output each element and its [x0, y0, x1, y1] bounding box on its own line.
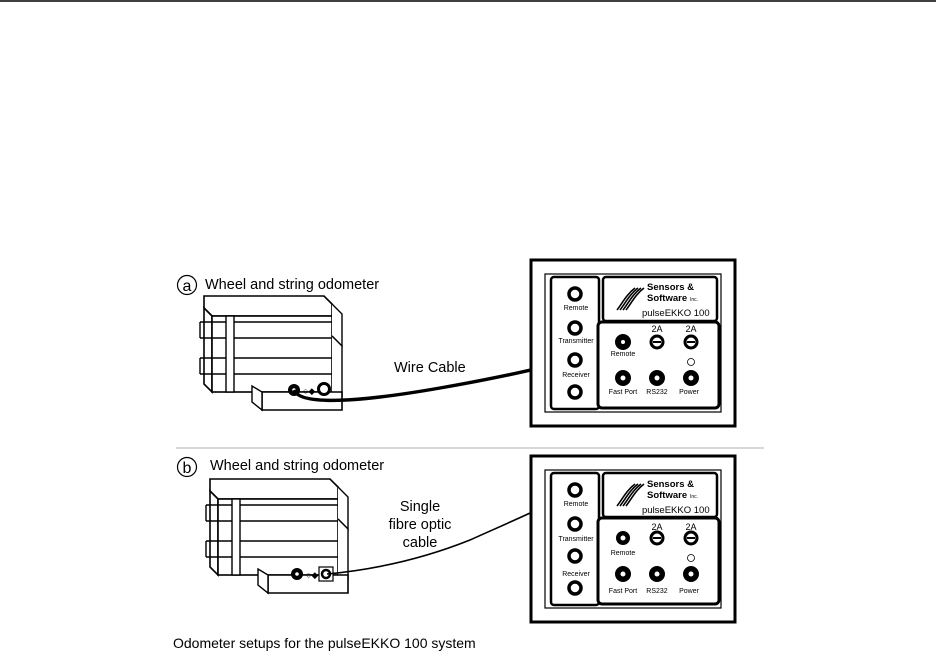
- panel-b-cable-label-3: cable: [403, 535, 438, 551]
- panel-b-fuse-1: 2A: [651, 522, 662, 532]
- figure-caption: Odometer setups for the pulseEKKO 100 sy…: [173, 635, 476, 651]
- panel-a: a Wheel and string odometer ○◆ Wire Cabl…: [176, 258, 737, 428]
- panel-b-model: pulseEKKO 100: [642, 505, 710, 516]
- panel-b-remote-label: Remote: [611, 550, 636, 557]
- panel-a-side-port-transmitter: Transmitter: [558, 338, 594, 345]
- panel-b-title: Wheel and string odometer: [210, 458, 384, 474]
- panel-a-odometer-connector: [317, 382, 331, 396]
- panel-a-brand-suffix: Inc.: [690, 297, 698, 303]
- panel-a-fuse-2: 2A: [685, 324, 696, 334]
- panel-b-brand-suffix: Inc.: [690, 494, 698, 500]
- panel-b-side-port-transmitter: Transmitter: [558, 536, 594, 543]
- panel-b-cable-label-2: fibre optic: [389, 517, 452, 533]
- panel-a-port-power: Power: [679, 389, 700, 396]
- panel-b: b Wheel and string odometer ○◆ Single fi…: [176, 454, 737, 624]
- panel-a-side-port-receiver: Receiver: [562, 372, 590, 379]
- panel-a-badge-circle: [176, 274, 198, 296]
- panel-b-port-rs232: RS232: [646, 588, 668, 595]
- panel-b-badge: b: [183, 460, 192, 477]
- panel-b-badge-circle: [176, 456, 198, 478]
- panel-a-port-fastport: Fast Port: [609, 389, 637, 396]
- panel-a-brand-line2: Software: [647, 293, 687, 304]
- panel-b-fuse-2: 2A: [685, 522, 696, 532]
- panel-b-port-power: Power: [679, 588, 700, 595]
- panel-a-title: Wheel and string odometer: [205, 277, 379, 293]
- panel-a-remote-label: Remote: [611, 351, 636, 358]
- panel-b-brand-line1: Sensors &: [647, 479, 694, 490]
- panel-b-side-port-receiver: Receiver: [562, 571, 590, 578]
- panel-a-wheel-symbol: ○◆: [303, 386, 315, 396]
- panel-a-brand-line1: Sensors &: [647, 282, 694, 293]
- panel-a-badge: a: [183, 278, 192, 295]
- panel-b-port-fastport: Fast Port: [609, 588, 637, 595]
- panel-a-side-port-remote: Remote: [564, 305, 589, 312]
- panel-b-wheel-symbol: ○◆: [306, 570, 318, 580]
- panel-b-cable-label-1: Single: [400, 499, 440, 515]
- panel-a-cable-label: Wire Cable: [394, 360, 466, 376]
- panel-a-port-rs232: RS232: [646, 389, 668, 396]
- panel-a-fuse-1: 2A: [651, 324, 662, 334]
- panel-b-brand-line2: Software: [647, 490, 687, 501]
- panel-a-model: pulseEKKO 100: [642, 308, 710, 319]
- panel-b-side-port-remote: Remote: [564, 501, 589, 508]
